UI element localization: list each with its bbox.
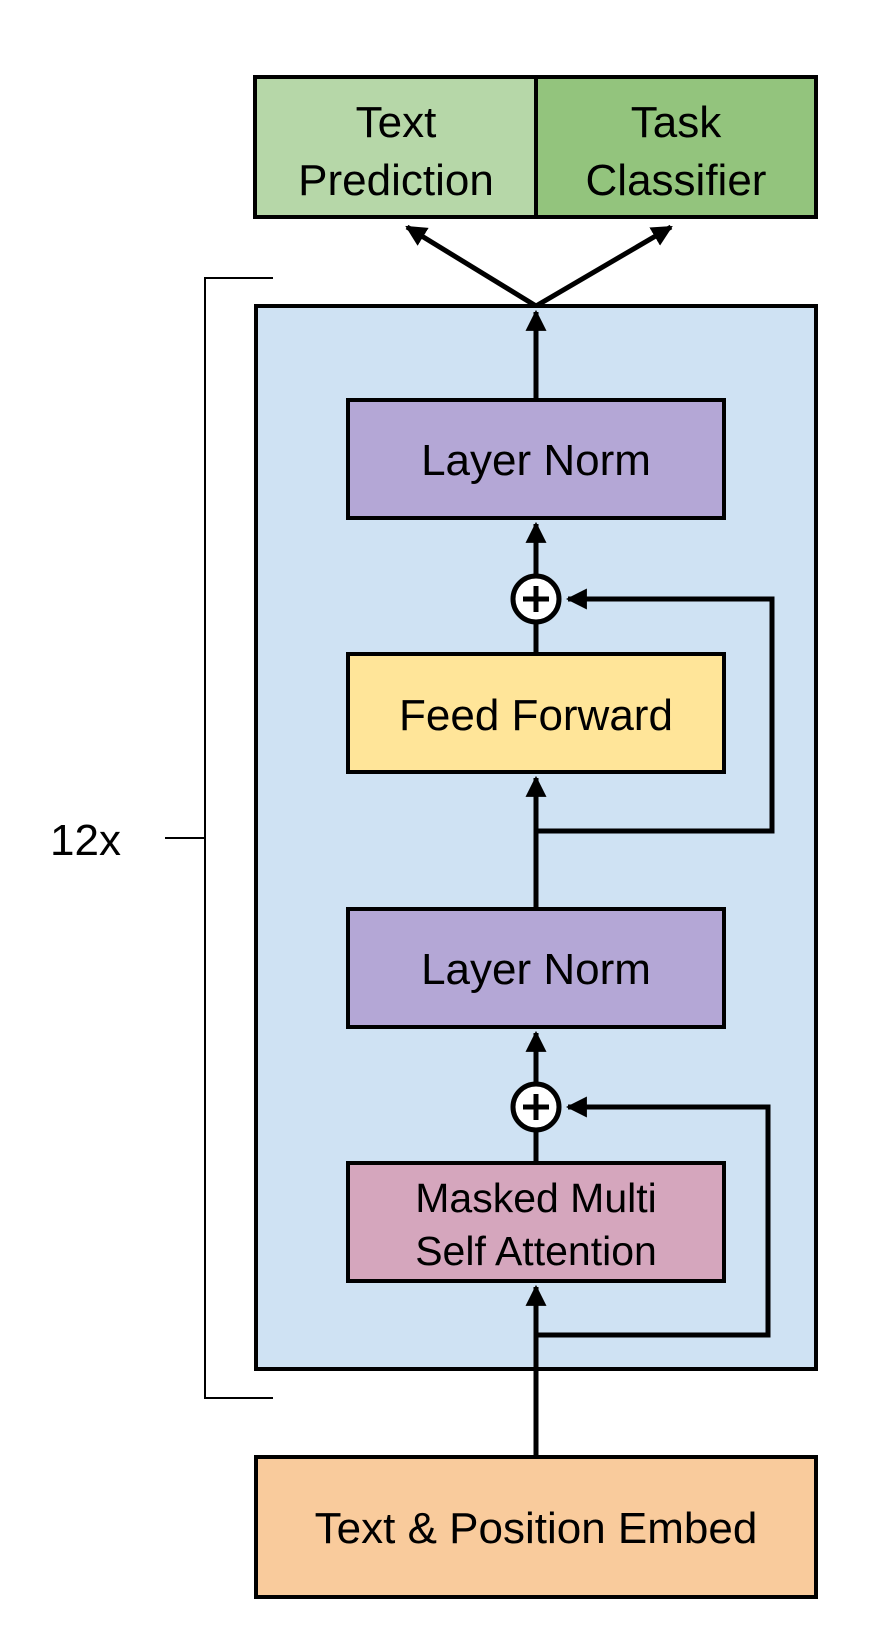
task-classifier-label-line2: Classifier bbox=[586, 156, 767, 205]
layer-norm-top-label: Layer Norm bbox=[421, 436, 651, 485]
attention-box bbox=[346, 1161, 726, 1283]
feed-forward-label: Feed Forward bbox=[399, 691, 673, 740]
task-classifier-box bbox=[534, 75, 818, 219]
embed-label: Text & Position Embed bbox=[315, 1504, 758, 1553]
add-icon bbox=[510, 1081, 562, 1133]
text-prediction-box bbox=[253, 75, 538, 219]
arrow-to-task-classifier bbox=[534, 224, 673, 309]
layer-norm-top-box bbox=[346, 398, 726, 520]
task-classifier-label-line1: Task bbox=[631, 98, 722, 147]
residual-connection-feed-forward bbox=[536, 588, 775, 834]
repeat-count-label: 12x bbox=[50, 816, 121, 865]
layer-norm-bottom-label: Layer Norm bbox=[421, 945, 651, 994]
text-prediction-label-line1: Text bbox=[356, 98, 437, 147]
layer-norm-bottom-box bbox=[346, 907, 726, 1029]
feed-forward-box bbox=[346, 652, 726, 774]
arrow-to-text-prediction bbox=[405, 224, 538, 309]
attention-label-line2: Self Attention bbox=[415, 1228, 657, 1274]
attention-label-line1: Masked Multi bbox=[415, 1175, 657, 1221]
text-prediction-label-line2: Prediction bbox=[298, 156, 494, 205]
add-icon bbox=[510, 573, 562, 625]
embed-box bbox=[254, 1455, 818, 1599]
residual-connection-attention bbox=[536, 1096, 771, 1338]
